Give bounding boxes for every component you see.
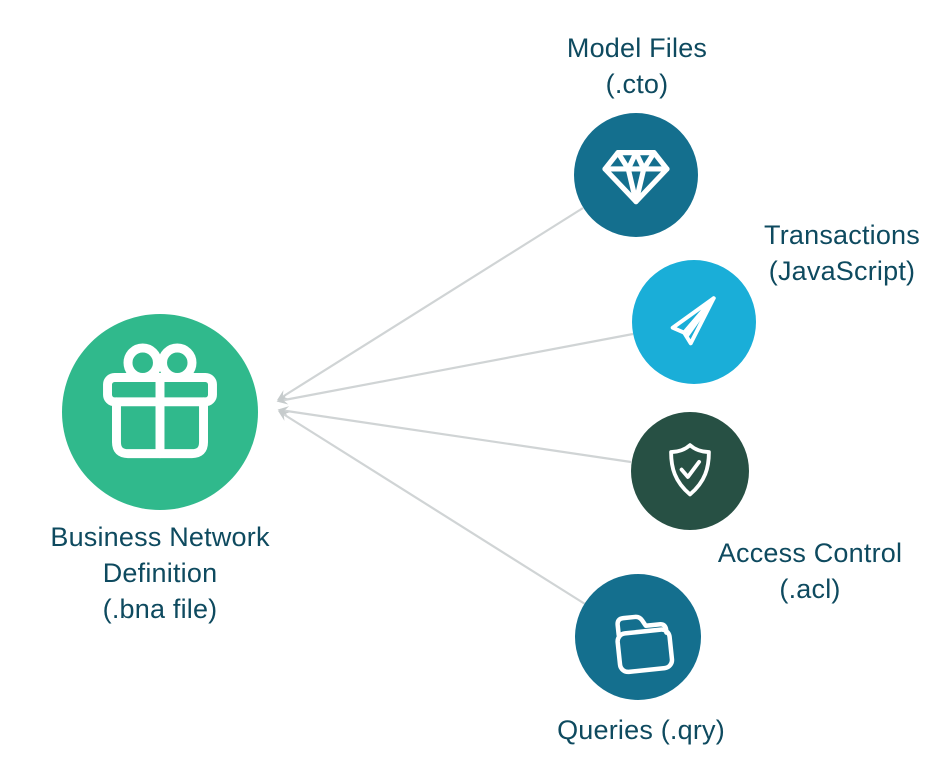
access-control-label-line2: (.acl) [779,574,841,604]
access-control-label: Access Control (.acl) [695,535,925,607]
business-network-definition-label: Business Network Definition (.bna file) [30,519,290,627]
queries-label: Queries (.qry) [531,712,751,748]
diamond-icon [602,150,670,205]
connector-queries [277,410,586,605]
gift-icon [103,343,217,459]
model-files-label: Model Files (.cto) [537,30,737,102]
transactions-label: Transactions (JavaScript) [732,217,944,289]
model-files-circle [574,113,698,237]
hub-label-line3: (.bna file) [102,594,218,624]
transactions-circle [632,260,756,384]
hub-label-line2: Definition [102,558,218,588]
transactions-label-line1: Transactions [764,220,920,250]
shield-check-icon [669,443,711,497]
hub-label-line1: Business Network [50,522,270,552]
transactions-label-line2: (JavaScript) [768,256,916,286]
model-files-label-line1: Model Files [566,33,708,63]
connector-model-files [276,207,584,401]
connector-access-control [277,406,632,464]
folder-icon [615,614,675,675]
queries-circle [575,574,701,700]
access-control-circle [631,412,749,530]
access-control-label-line1: Access Control [717,538,903,568]
connector-transactions [276,332,634,405]
business-network-definition-circle [62,314,258,510]
queries-label-line1: Queries (.qry) [557,715,725,745]
model-files-label-line2: (.cto) [605,69,669,99]
paper-plane-icon [670,296,716,346]
